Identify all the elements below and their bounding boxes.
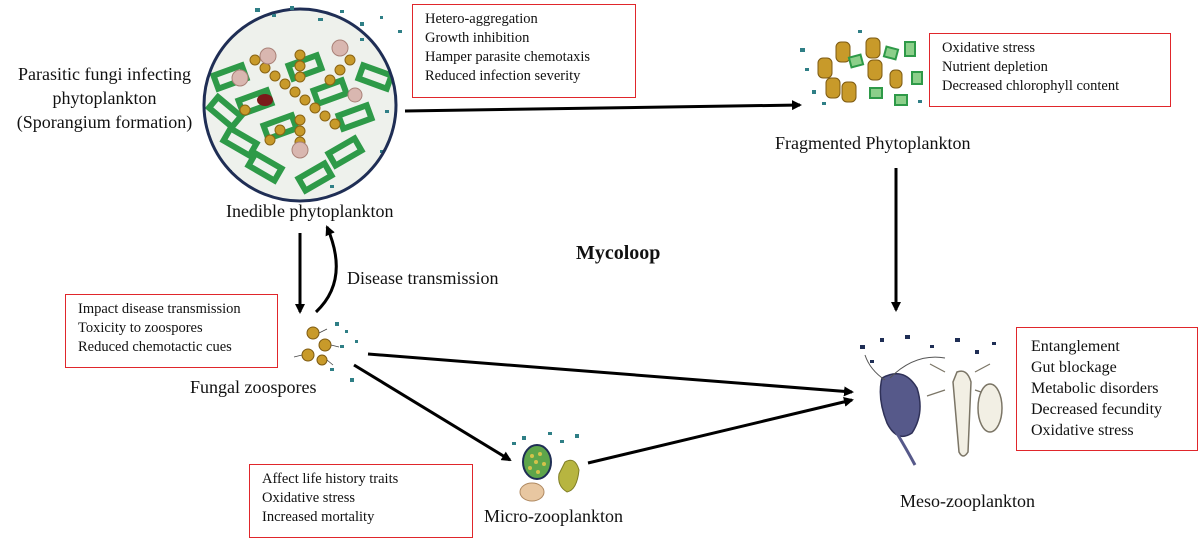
- phyto-effect-2: Growth inhibition: [425, 30, 530, 46]
- particles-top: [255, 6, 402, 33]
- meso-zooplankton-illustration: [860, 335, 1003, 466]
- meso-effect-4: Decreased fecundity: [1031, 401, 1163, 418]
- micro-zooplankton-label: Micro-zooplankton: [484, 506, 623, 526]
- phyto-effect-1: Hetero-aggregation: [425, 11, 538, 27]
- phyto-effects-box: Hetero-aggregation Growth inhibition Ham…: [412, 4, 636, 98]
- diagram-title: Mycoloop: [576, 242, 661, 264]
- arrow-zoospores-to-micro: [353, 363, 512, 462]
- micro-zooplankton-illustration: [512, 432, 580, 502]
- meso-zooplankton-label: Meso-zooplankton: [900, 491, 1035, 511]
- fragmented-phytoplankton-label: Fragmented Phytoplankton: [775, 133, 971, 153]
- meso-effects-box: Entanglement Gut blockage Metabolic diso…: [1016, 327, 1198, 451]
- meso-effect-2: Gut blockage: [1031, 359, 1117, 376]
- arrow-zoospores-to-meso: [367, 352, 854, 397]
- arrow-disease-transmission: [314, 225, 338, 314]
- fragment-effect-3: Decreased chlorophyll content: [942, 78, 1120, 94]
- fragment-effects-box: Oxidative stress Nutrient depletion Decr…: [929, 33, 1171, 107]
- zoospore-effect-2: Toxicity to zoospores: [78, 320, 203, 336]
- arrow-to-fragmented: [404, 100, 802, 113]
- parasitic-fungi-label: Parasitic fungi infecting phytoplankton …: [2, 62, 207, 134]
- zoospore-effects-box: Impact disease transmission Toxicity to …: [65, 294, 278, 368]
- meso-effect-5: Oxidative stress: [1031, 422, 1134, 439]
- meso-effect-1: Entanglement: [1031, 338, 1120, 355]
- fragmented-phytoplankton-illustration: [800, 30, 923, 106]
- phyto-effect-3: Hamper parasite chemotaxis: [425, 49, 591, 65]
- meso-effect-3: Metabolic disorders: [1031, 380, 1159, 397]
- inedible-phytoplankton-illustration: [202, 7, 398, 203]
- fungal-zoospores-label: Fungal zoospores: [190, 377, 317, 397]
- zoospore-effect-3: Reduced chemotactic cues: [78, 339, 232, 355]
- fragment-effect-2: Nutrient depletion: [942, 59, 1048, 75]
- micro-effects-box: Affect life history traits Oxidative str…: [249, 464, 473, 538]
- phyto-effect-4: Reduced infection severity: [425, 68, 581, 84]
- zoospores-illustration: [293, 322, 358, 382]
- zoospore-effect-1: Impact disease transmission: [78, 301, 241, 317]
- disease-transmission-label: Disease transmission: [347, 268, 499, 288]
- parasitic-fungi-line-1: Parasitic fungi infecting: [18, 64, 191, 84]
- arrow-micro-to-meso: [587, 396, 854, 465]
- inedible-phytoplankton-label: Inedible phytoplankton: [226, 201, 394, 221]
- micro-effect-3: Increased mortality: [262, 509, 375, 525]
- micro-effect-1: Affect life history traits: [262, 471, 399, 487]
- parasitic-fungi-line-3: (Sporangium formation): [16, 112, 193, 132]
- parasitic-fungi-line-2: phytoplankton: [52, 88, 157, 108]
- fragment-effect-1: Oxidative stress: [942, 40, 1036, 56]
- arrows: [295, 100, 901, 465]
- micro-effect-2: Oxidative stress: [262, 490, 356, 506]
